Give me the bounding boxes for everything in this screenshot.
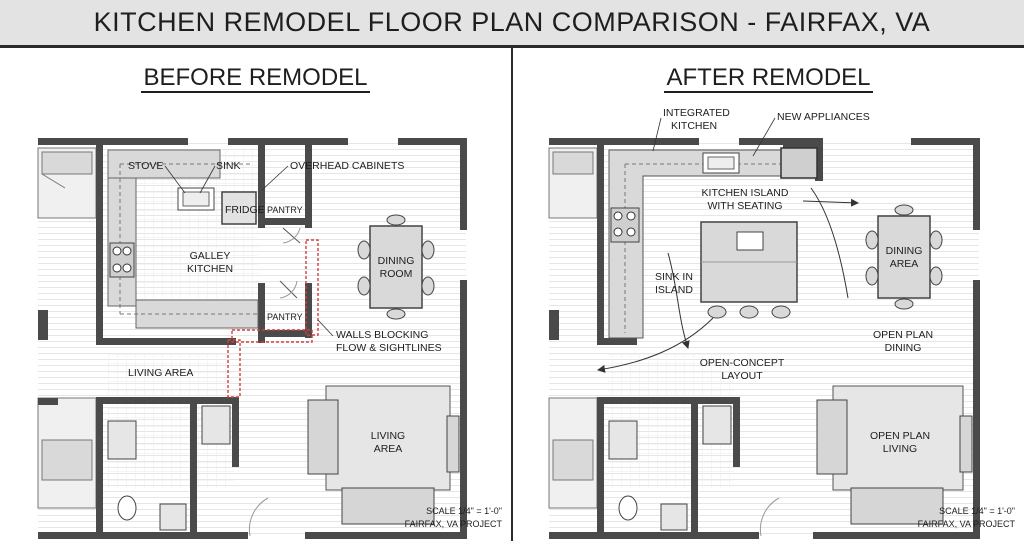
before-floor-plan: STOVE SINK OVERHEAD CABINETS FRIDGE PANT… bbox=[37, 138, 503, 539]
sink bbox=[177, 187, 215, 211]
dining-room-label-2: ROOM bbox=[380, 268, 413, 280]
living-area-label-1: LIVING bbox=[371, 430, 405, 442]
after-floor-plan: INTEGRATED KITCHEN NEW APPLIANCES KITCHE… bbox=[548, 107, 1016, 539]
before-remodel-panel: BEFORE REMODEL bbox=[0, 48, 511, 541]
walls bbox=[549, 138, 980, 539]
dining-area-label-2: AREA bbox=[890, 258, 919, 270]
title-bar: KITCHEN REMODEL FLOOR PLAN COMPARISON - … bbox=[0, 0, 1024, 48]
new-appliances-label: NEW APPLIANCES bbox=[777, 111, 870, 123]
fridge-label: FRIDGE bbox=[225, 204, 265, 216]
before-heading: BEFORE REMODEL bbox=[141, 64, 370, 93]
before-project-label: FAIRFAX, VA PROJECT bbox=[405, 519, 503, 529]
stove-label: STOVE bbox=[128, 160, 163, 172]
integrated-kitchen-counter bbox=[608, 147, 818, 339]
page-title: KITCHEN REMODEL FLOOR PLAN COMPARISON - … bbox=[93, 7, 931, 37]
open-plan-dining-label-1: OPEN PLAN bbox=[873, 329, 933, 341]
open-plan-dining-label-2: DINING bbox=[885, 342, 922, 354]
open-plan-living-label-2: LIVING bbox=[883, 443, 917, 455]
flow-arrows bbox=[597, 187, 859, 373]
kitchen-island-label-2: WITH SEATING bbox=[707, 200, 782, 212]
walls-blocking-label-2: FLOW & SIGHTLINES bbox=[336, 342, 442, 354]
dining-table bbox=[865, 204, 943, 310]
galley-counters bbox=[107, 149, 259, 329]
open-concept-label-1: OPEN-CONCEPT bbox=[700, 357, 785, 369]
before-scale-label: SCALE 1/4" = 1'-0" bbox=[426, 506, 502, 516]
pantry-top-label: PANTRY bbox=[267, 205, 303, 215]
living-furniture bbox=[307, 385, 460, 525]
living-furniture bbox=[816, 385, 973, 525]
after-remodel-panel: AFTER REMODEL bbox=[513, 48, 1024, 541]
left-bedroom-fragment bbox=[548, 147, 598, 509]
walls bbox=[38, 138, 467, 539]
walls-blocking-highlight bbox=[227, 239, 319, 398]
dining-table bbox=[357, 214, 435, 320]
sink-label: SINK bbox=[216, 160, 241, 172]
after-scale-label: SCALE 1/4" = 1'-0" bbox=[939, 506, 1015, 516]
sink-in-island-label-1: SINK IN bbox=[655, 271, 693, 283]
stove bbox=[109, 242, 135, 278]
open-plan-living-label-1: OPEN PLAN bbox=[870, 430, 930, 442]
bathroom-fixtures bbox=[608, 405, 780, 537]
fridge bbox=[221, 191, 257, 225]
integrated-kitchen-label-1: INTEGRATED bbox=[663, 107, 730, 119]
galley-label-2: KITCHEN bbox=[187, 263, 233, 275]
open-concept-label-2: LAYOUT bbox=[721, 370, 763, 382]
overhead-cabinets-label: OVERHEAD CABINETS bbox=[290, 160, 404, 172]
panel-divider bbox=[511, 48, 513, 541]
integrated-kitchen-label-2: KITCHEN bbox=[671, 120, 717, 132]
pantry-bottom-label: PANTRY bbox=[267, 312, 303, 322]
walls-blocking-label-1: WALLS BLOCKING bbox=[336, 329, 428, 341]
galley-label-1: GALLEY bbox=[190, 250, 231, 262]
kitchen-island-label-1: KITCHEN ISLAND bbox=[702, 187, 789, 199]
living-area-hall-label: LIVING AREA bbox=[128, 367, 193, 379]
after-heading: AFTER REMODEL bbox=[664, 64, 873, 93]
sink-in-island-label-2: ISLAND bbox=[655, 284, 693, 296]
left-bedroom-fragment bbox=[37, 147, 97, 509]
after-project-label: FAIRFAX, VA PROJECT bbox=[918, 519, 1016, 529]
living-area-label-2: AREA bbox=[374, 443, 403, 455]
dining-area-label-1: DINING bbox=[886, 245, 923, 257]
pantry-doors bbox=[279, 227, 301, 299]
bathroom-fixtures bbox=[107, 405, 269, 537]
dining-room-label-1: DINING bbox=[378, 255, 415, 267]
kitchen-island bbox=[700, 221, 798, 319]
